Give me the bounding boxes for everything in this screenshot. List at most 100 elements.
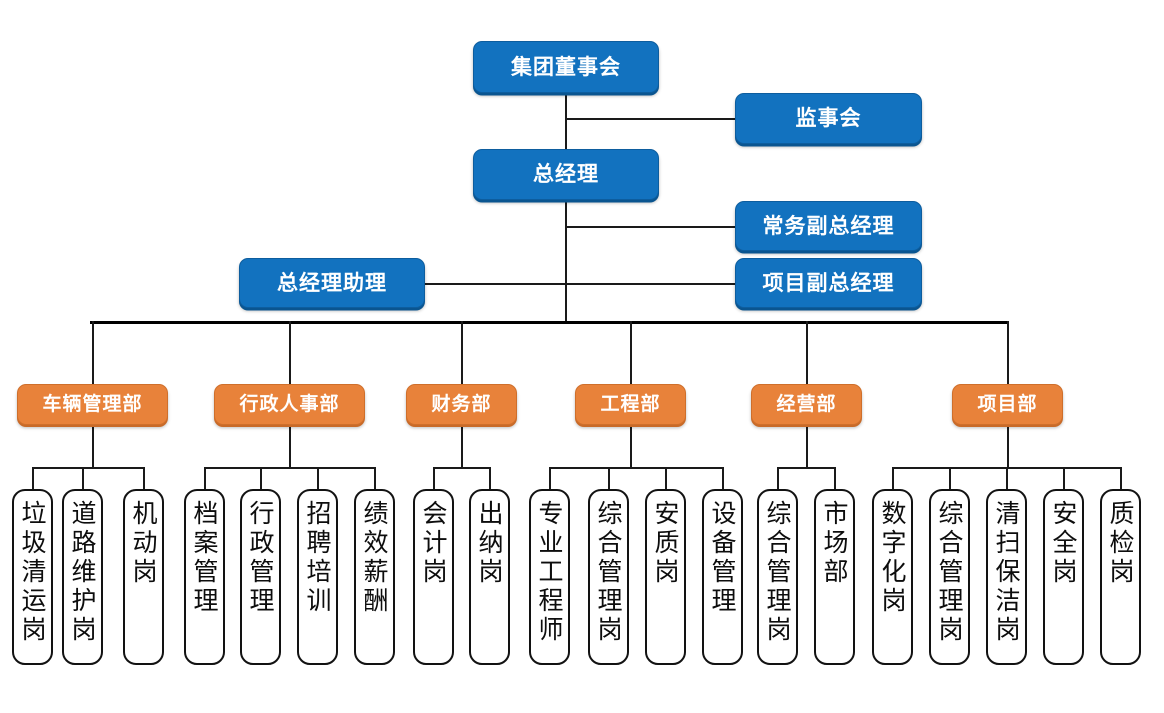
position-box[interactable]: 行政管理 [240,489,281,665]
drop-to-dept-3 [630,321,632,384]
dept-project[interactable]: 项目部 [952,384,1063,425]
dept-1-drop-2 [317,467,319,490]
position-label: 数字化岗 [878,500,907,616]
dept-2-bus [433,467,490,469]
node-gm-assistant[interactable]: 总经理助理 [239,258,425,308]
dept-3-drop-3 [722,467,724,490]
connector-board-to-gm [565,92,567,150]
dept-5-drop-3 [1063,467,1065,490]
node-supervisory-board-label: 监事会 [795,107,862,130]
position-box[interactable]: 专业工程师 [529,489,570,665]
dept-3-drop-1 [608,467,610,490]
dept-project-label: 项目部 [977,394,1038,415]
node-gm-assistant-label: 总经理助理 [277,271,387,295]
position-label: 质检岗 [1106,500,1135,587]
dept-3-bus [549,467,723,469]
node-project-deputy-gm[interactable]: 项目副总经理 [735,258,922,308]
drop-to-dept-5 [1007,321,1009,384]
dept-5-stem [1007,424,1009,468]
dept-operations[interactable]: 经营部 [751,384,862,425]
drop-to-dept-4 [806,321,808,384]
position-box[interactable]: 档案管理 [184,489,225,665]
position-label: 绩效薪酬 [360,500,389,616]
drop-to-dept-0 [92,321,94,384]
dept-operations-label: 经营部 [776,394,837,415]
position-box[interactable]: 安全岗 [1043,489,1084,665]
position-box[interactable]: 会计岗 [413,489,454,665]
position-box[interactable]: 数字化岗 [872,489,913,665]
position-label: 垃圾清运岗 [18,500,47,645]
node-supervisory-board[interactable]: 监事会 [735,93,922,144]
position-box[interactable]: 质检岗 [1100,489,1141,665]
dept-5-drop-0 [892,467,894,490]
node-board-of-directors-label: 集团董事会 [511,55,621,79]
position-box[interactable]: 综合管理岗 [757,489,798,665]
dept-0-bus [32,467,144,469]
node-executive-deputy-gm-label: 常务副总经理 [762,214,895,238]
position-label: 安全岗 [1049,500,1078,587]
dept-4-stem [806,424,808,468]
position-box[interactable]: 市场部 [814,489,855,665]
position-box[interactable]: 出纳岗 [469,489,510,665]
position-label: 档案管理 [190,500,219,616]
node-board-of-directors[interactable]: 集团董事会 [473,41,659,93]
node-project-deputy-gm-label: 项目副总经理 [762,271,895,295]
dept-1-bus [204,467,375,469]
dept-engineering-label: 工程部 [600,394,661,415]
node-general-manager-label: 总经理 [533,163,599,186]
dept-1-drop-0 [204,467,206,490]
dept-admin-hr[interactable]: 行政人事部 [214,384,365,425]
position-box[interactable]: 招聘培训 [297,489,338,665]
dept-2-stem [461,424,463,468]
dept-4-drop-0 [777,467,779,490]
connector-spine-to-project-deputy [565,283,735,285]
position-label: 行政管理 [246,500,275,616]
dept-vehicle-management[interactable]: 车辆管理部 [17,384,168,425]
dept-2-drop-0 [433,467,435,490]
position-label: 综合管理岗 [935,500,964,645]
position-label: 综合管理岗 [763,500,792,645]
dept-admin-hr-label: 行政人事部 [239,394,340,415]
position-box[interactable]: 清扫保洁岗 [986,489,1027,665]
department-bus-line [90,321,1009,324]
position-label: 综合管理岗 [594,500,623,645]
dept-5-drop-1 [949,467,951,490]
position-label: 招聘培训 [303,500,332,616]
position-label: 机动岗 [129,500,158,587]
position-box[interactable]: 设备管理 [702,489,743,665]
dept-3-drop-2 [665,467,667,490]
position-box[interactable]: 绩效薪酬 [354,489,395,665]
connector-spine-to-exec-deputy [565,226,735,228]
position-label: 设备管理 [708,500,737,616]
dept-vehicle-management-label: 车辆管理部 [42,394,143,415]
node-general-manager[interactable]: 总经理 [473,149,659,200]
position-box[interactable]: 机动岗 [123,489,164,665]
dept-engineering[interactable]: 工程部 [575,384,686,425]
position-box[interactable]: 综合管理岗 [588,489,629,665]
position-label: 会计岗 [419,500,448,587]
connector-gm-to-bus [565,199,567,323]
drop-to-dept-1 [289,321,291,384]
position-label: 清扫保洁岗 [992,500,1021,645]
connector-gm-assistant-to-spine [424,283,566,285]
dept-0-drop-1 [82,467,84,490]
dept-1-stem [289,424,291,468]
dept-4-bus [777,467,835,469]
dept-0-stem [92,424,94,468]
position-label: 市场部 [820,500,849,587]
dept-finance-label: 财务部 [431,394,492,415]
node-executive-deputy-gm[interactable]: 常务副总经理 [735,201,922,251]
position-box[interactable]: 安质岗 [645,489,686,665]
connector-spine-to-supervisory [565,118,735,120]
position-label: 安质岗 [651,500,680,587]
dept-0-drop-0 [32,467,34,490]
position-box[interactable]: 道路维护岗 [62,489,103,665]
dept-1-drop-3 [374,467,376,490]
position-box[interactable]: 综合管理岗 [929,489,970,665]
position-label: 专业工程师 [535,500,564,645]
dept-finance[interactable]: 财务部 [406,384,517,425]
drop-to-dept-2 [461,321,463,384]
dept-4-drop-1 [834,467,836,490]
position-box[interactable]: 垃圾清运岗 [12,489,53,665]
position-label: 出纳岗 [475,500,504,587]
